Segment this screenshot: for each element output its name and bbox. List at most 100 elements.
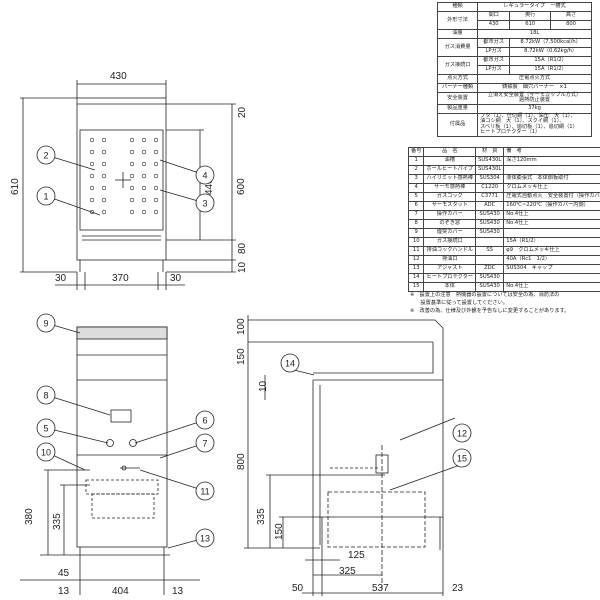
vent-hole: [101, 173, 107, 179]
vent-hole: [141, 197, 147, 203]
dim-label: 30: [170, 273, 182, 284]
vent-hole: [129, 209, 135, 215]
dim-label: 370: [112, 273, 129, 284]
callout-balloon: 7: [159, 433, 215, 459]
vent-hole: [101, 185, 107, 191]
dim-label: 404: [112, 586, 129, 597]
callout-balloon: 13: [167, 528, 215, 549]
dim-label: 430: [110, 71, 127, 82]
cell: SUS430: [475, 282, 505, 292]
vent-hole: [89, 173, 95, 179]
vent-hole: [89, 161, 95, 167]
vent-hole: [141, 185, 147, 191]
dim-label: 380: [24, 508, 35, 525]
dim-label: 150: [236, 348, 247, 365]
balloon-number: 5: [43, 424, 48, 434]
cell: 製品重量: [436, 103, 479, 114]
callout-balloon: 10: [36, 442, 86, 471]
front-view-lower: [20, 326, 200, 595]
callout-balloon: 15: [452, 448, 472, 468]
balloon-number: 11: [200, 487, 209, 497]
dim-label: 150: [274, 523, 285, 540]
dim-label: 125: [348, 550, 365, 561]
cell: フタ（1）、仕切網（1）、油缶 大（1）、油コシ網 大（1）、スクイ網（1）、ス…: [477, 112, 592, 137]
cell: 37kg: [477, 103, 592, 114]
dim-label: 30: [55, 273, 67, 284]
vent-hole: [141, 161, 147, 167]
vent-hole: [129, 137, 135, 143]
vent-hole: [101, 209, 107, 215]
balloon-number: 13: [200, 534, 210, 544]
dim-label: 10: [258, 380, 269, 392]
text: フタ（1）、仕切網（1）、油缶 大（1）、: [480, 112, 576, 119]
cell: バーナー種類: [436, 83, 479, 93]
dim-label: 600: [236, 178, 247, 195]
dim-label: 80: [237, 242, 248, 254]
cell: 鋳鉄製 細穴バーナー ×1: [477, 83, 592, 93]
vent-hole: [141, 209, 147, 215]
callout-balloon: 1: [36, 186, 101, 216]
dim-label: 537: [372, 583, 389, 594]
vent-hole: [153, 185, 159, 191]
note: 設置基準に従って設置してください。: [410, 300, 508, 306]
side-view: [244, 315, 461, 596]
vent-hole: [89, 137, 95, 143]
front-view-upper: [20, 80, 236, 290]
vent-hole: [153, 173, 159, 179]
dim-label: 20: [237, 106, 248, 118]
balloon-number: 2: [43, 151, 48, 161]
callout-balloon: 4: [159, 159, 215, 185]
note: ※ 設置上の注意 熱機器の設置については安全の為、消防法の: [410, 292, 560, 298]
vent-hole: [89, 185, 95, 191]
callout-balloon: 9: [36, 313, 81, 334]
vent-hole: [89, 209, 95, 215]
callout-balloon: 11: [139, 469, 215, 501]
balloon-number: 12: [457, 429, 467, 439]
vent-hole: [89, 197, 95, 203]
text: 過熱防止装置: [518, 97, 551, 104]
notes: ※ 設置上の注意 熱機器の設置については安全の為、消防法の 設置基準に従って設置…: [410, 291, 600, 315]
balloon-number: 9: [43, 319, 48, 329]
text: 立消え安全装置（サーモカップル方式）: [487, 92, 582, 98]
balloon-number: 1: [43, 192, 48, 202]
balloon-number: 3: [202, 199, 207, 209]
vent-hole: [153, 137, 159, 143]
dim-label: 50: [292, 583, 304, 594]
vent-hole: [141, 149, 147, 155]
cell: 付属品: [436, 112, 479, 137]
vent-hole: [101, 161, 107, 167]
balloon-number: 4: [202, 171, 207, 181]
text: スベリ板（1）、追切板（1）、追切網（1）: [480, 123, 578, 130]
vent-hole: [129, 161, 135, 167]
dim-label: 440: [204, 178, 215, 195]
cell: 15: [407, 282, 425, 292]
balloon-number: 8: [43, 391, 48, 401]
vent-hole: [153, 161, 159, 167]
vent-hole: [153, 149, 159, 155]
callout-balloon: 3: [159, 189, 215, 213]
vent-hole: [129, 149, 135, 155]
vent-hole: [141, 137, 147, 143]
callout-balloon: 2: [36, 145, 96, 171]
balloon-number: 6: [202, 416, 207, 426]
vent-hole: [153, 209, 159, 215]
balloon-number: 14: [285, 359, 295, 369]
text: ヒートプロテクター（1）: [480, 129, 541, 136]
dim-label: 45: [58, 568, 70, 579]
dim-label: 13: [172, 586, 184, 597]
dim-label: 610: [10, 178, 21, 195]
balloon-number: 10: [41, 448, 51, 458]
balloon-number: 7: [202, 439, 207, 449]
balloon-number: 15: [457, 454, 467, 464]
vent-hole: [129, 197, 135, 203]
note: ※ 改善の為、仕様及び外観を予告なしに変更することがあります。: [410, 308, 570, 314]
vent-hole: [129, 185, 135, 191]
vent-hole: [101, 137, 107, 143]
dim-label: 23: [452, 583, 464, 594]
callout-balloon: 6: [134, 410, 215, 444]
